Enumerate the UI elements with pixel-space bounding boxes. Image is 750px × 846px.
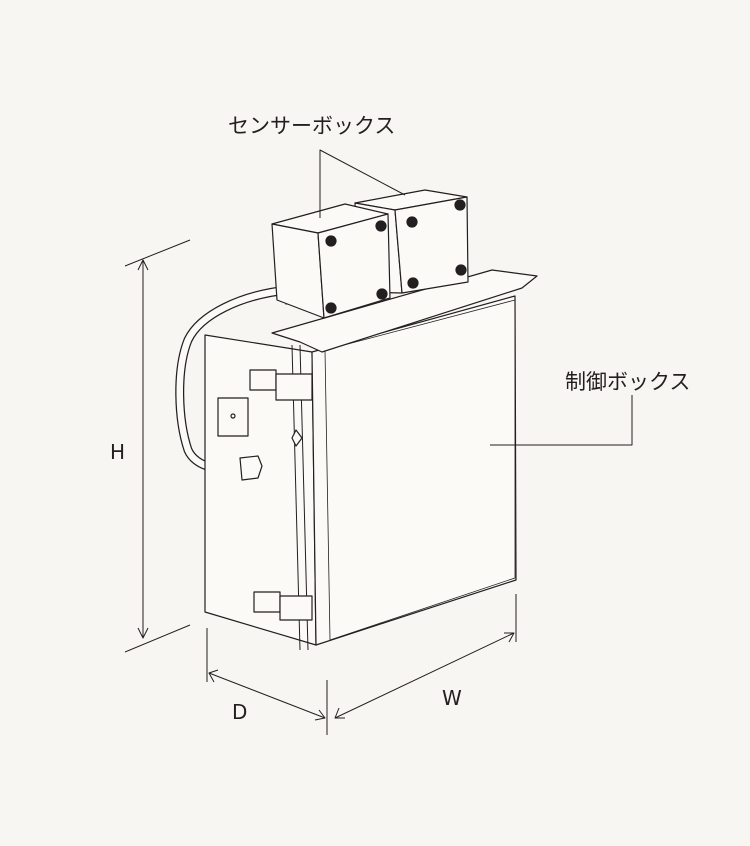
sensor-box-label: センサーボックス bbox=[228, 114, 396, 138]
sensor-box-1 bbox=[271, 203, 391, 319]
height-label: H bbox=[110, 440, 126, 464]
leader-lines bbox=[319, 149, 633, 446]
side-plate bbox=[217, 397, 249, 437]
control-box-label: 制御ボックス bbox=[565, 370, 691, 394]
latch-top bbox=[249, 369, 313, 401]
control-box-door bbox=[311, 295, 517, 646]
control-box-lid bbox=[271, 269, 538, 353]
dimension-lines bbox=[124, 239, 517, 735]
depth-label: D bbox=[232, 700, 248, 724]
width-label: W bbox=[442, 686, 462, 710]
cable-gland-bottom bbox=[239, 455, 263, 481]
latch-bottom bbox=[253, 591, 313, 621]
hinge bbox=[291, 429, 303, 447]
control-box bbox=[204, 269, 538, 651]
